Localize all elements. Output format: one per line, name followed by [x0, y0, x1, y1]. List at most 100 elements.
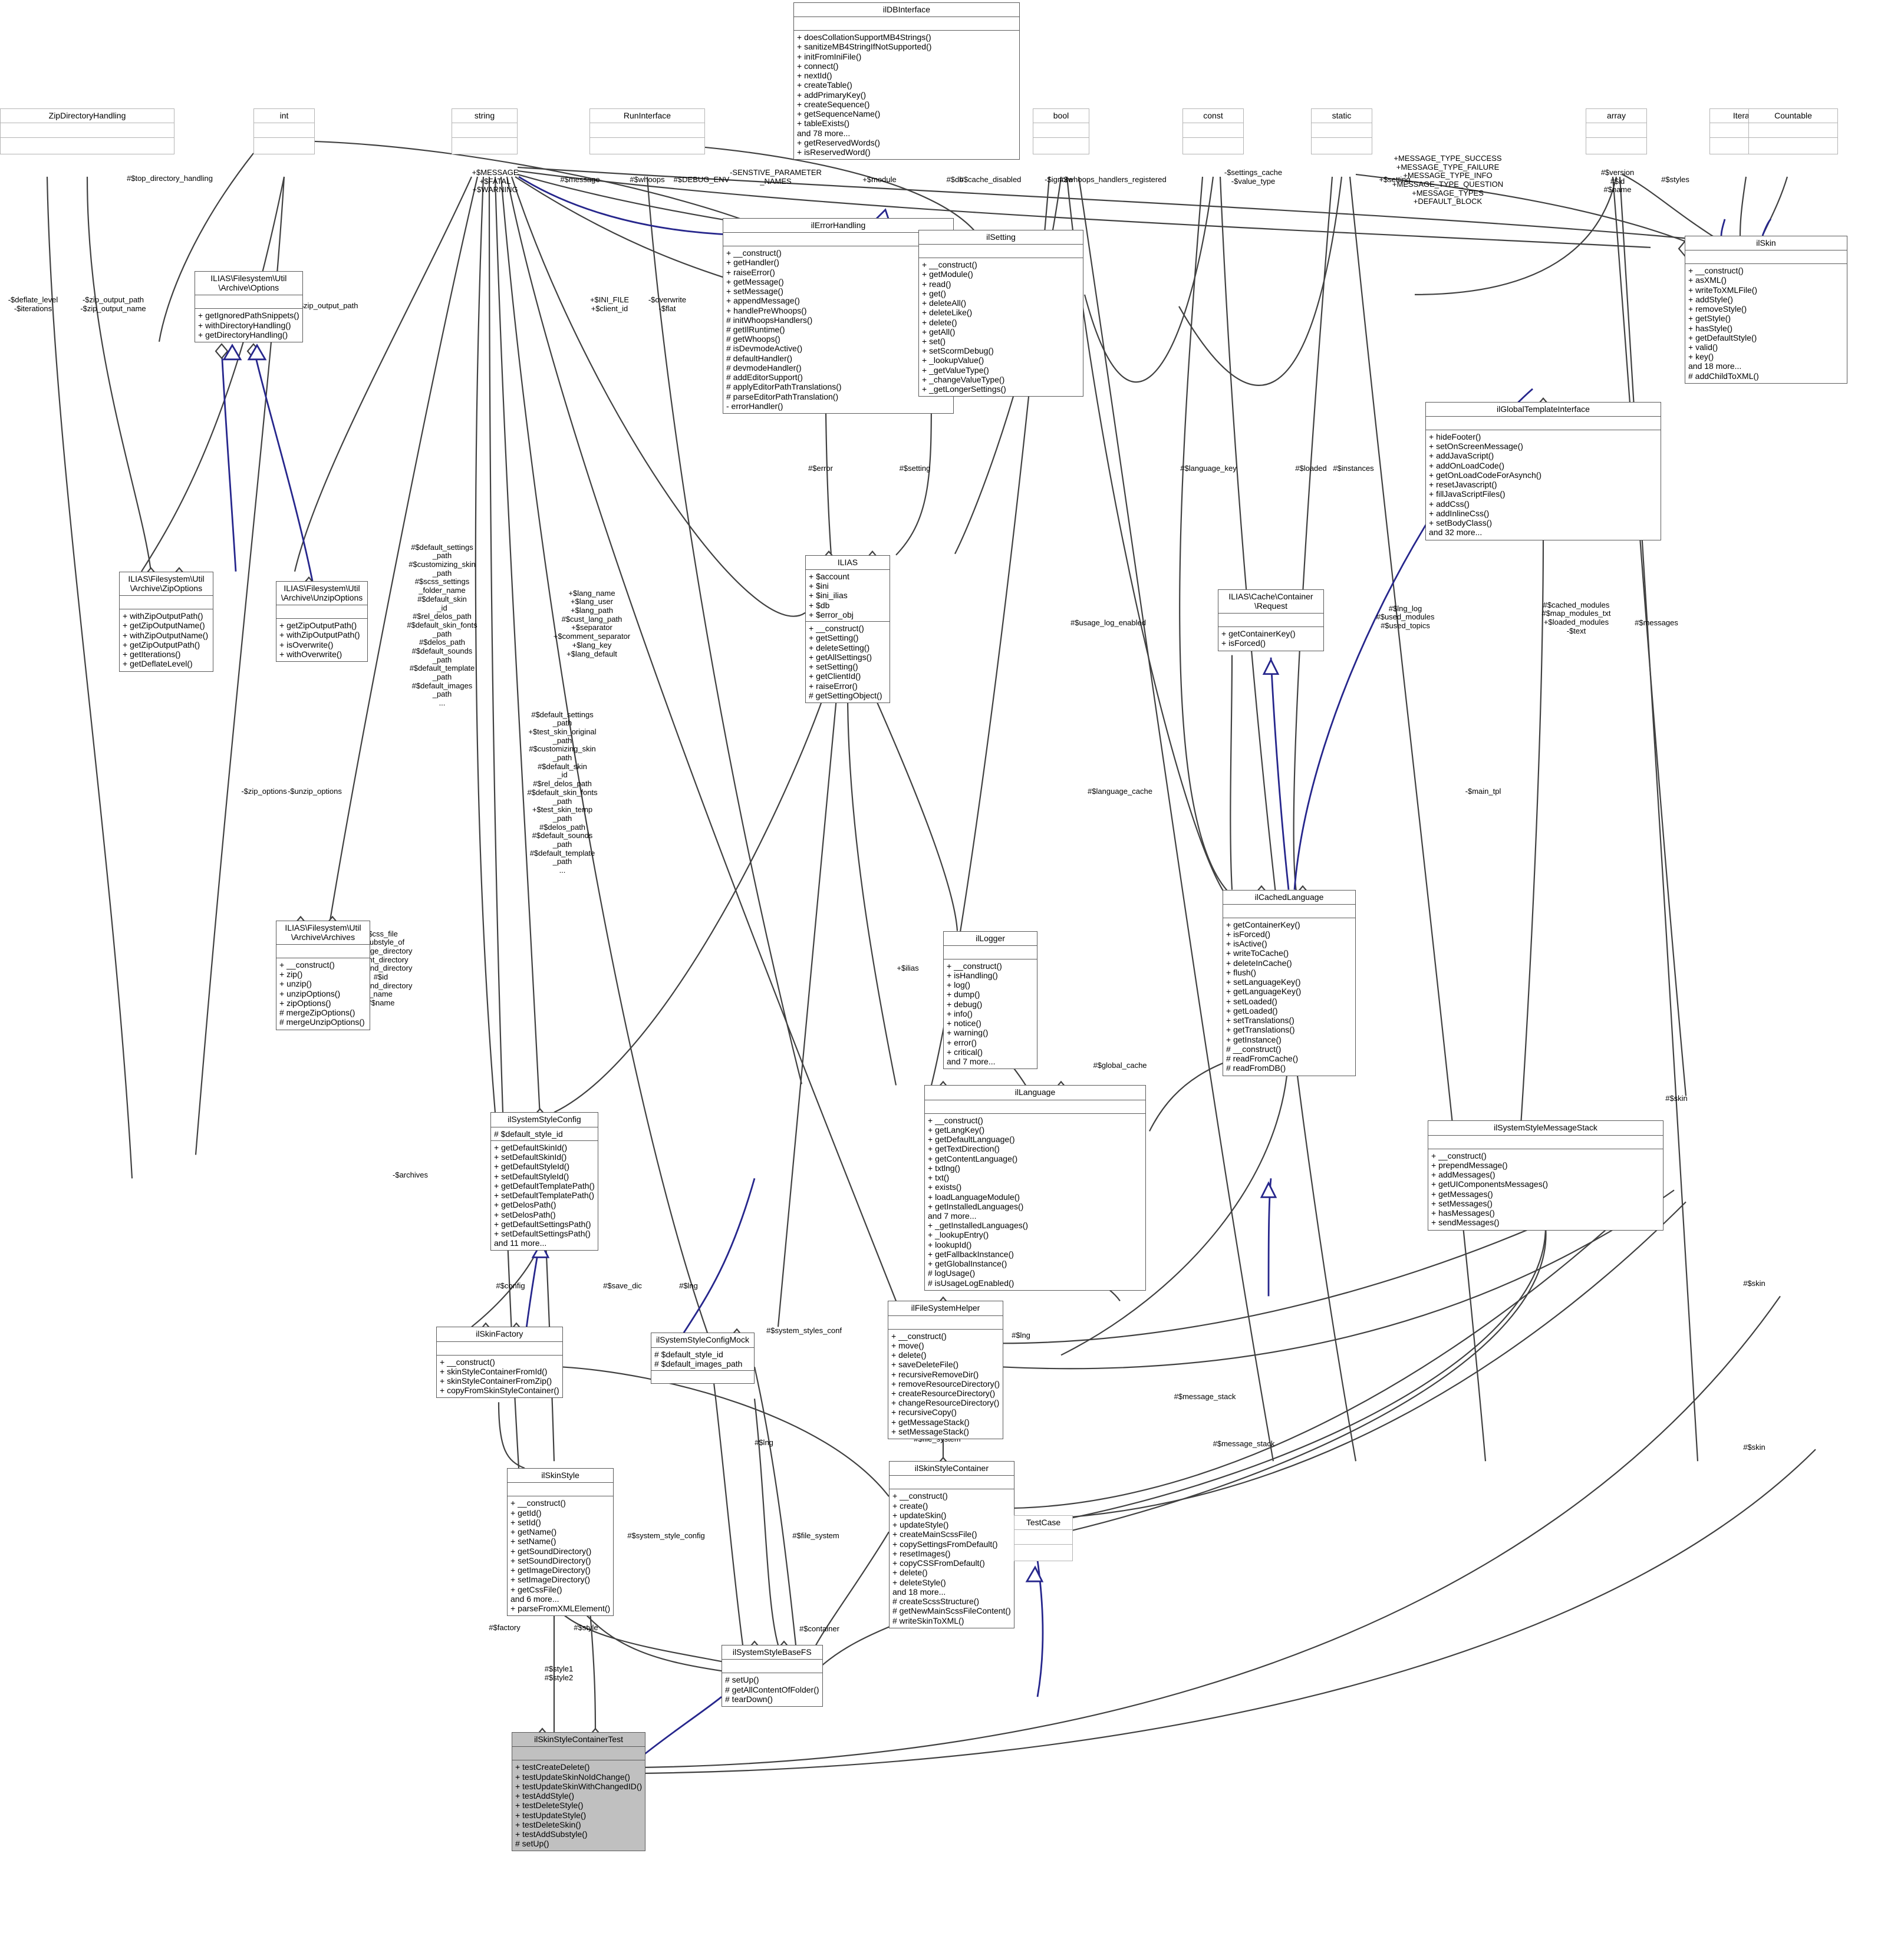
- edge-label: #$setting: [899, 463, 931, 473]
- class-node-ilsystemstylemessagestack[interactable]: ilSystemStyleMessageStack + __construct()…: [1428, 1120, 1663, 1231]
- class-node-ilskinstylecontainer[interactable]: ilSkinStyleContainer+ __construct() + cr…: [889, 1461, 1014, 1628]
- class-node-illogger[interactable]: ilLogger+ __construct() + isHandling() +…: [943, 931, 1037, 1070]
- class-node-ilskinfactory[interactable]: ilSkinFactory + __construct() + skinStyle…: [436, 1327, 563, 1399]
- class-node-ilskinstyle[interactable]: ilSkinStyle+ __construct() + getId() + s…: [507, 1468, 614, 1617]
- class-node-operations: + __construct() + getLangKey() + getDefa…: [928, 1115, 1029, 1288]
- class-node-testcase[interactable]: TestCase: [1014, 1515, 1073, 1562]
- class-node-const[interactable]: const: [1182, 108, 1244, 155]
- edge-label: #$message_stack: [1213, 1439, 1275, 1449]
- class-node-operations: + testCreateDelete() + testUpdateSkinNoI…: [515, 1762, 643, 1849]
- class-node-ilsystemstyleconfig[interactable]: ilSystemStyleConfig# $default_style_id+ …: [490, 1112, 598, 1251]
- class-node-title: RunInterface: [590, 109, 704, 124]
- edge-label: #$cached_modules #$map_modules_txt +$loa…: [1541, 600, 1611, 635]
- class-node-operations: [590, 138, 704, 154]
- class-node-title: ilLanguage: [925, 1086, 1145, 1100]
- class-node-zipdirectoryhandling[interactable]: ZipDirectoryHandling: [0, 108, 174, 155]
- edge-label: +$MESSAGE +$FATAL +$WARNING: [472, 167, 519, 194]
- class-node-title: ILIAS\Filesystem\Util \Archive\Options: [195, 272, 302, 296]
- edge-label: #$default_settings _path #$customizing_s…: [407, 542, 477, 708]
- edge-label: #$whoops_handlers_registered: [1059, 174, 1167, 184]
- edge-label: #$version #$id #$name: [1600, 167, 1635, 194]
- edge-label: #$messages: [1635, 618, 1678, 627]
- class-node-attributes: [1312, 123, 1372, 138]
- class-node-ilsetting[interactable]: ilSetting+ __construct() + getModule() +…: [918, 229, 1083, 397]
- class-node-title: ilSkinFactory: [437, 1327, 562, 1342]
- edge-label: #$system_style_config: [627, 1531, 705, 1541]
- class-node-operations: + doesCollationSupportMB4Strings() + san…: [797, 32, 932, 157]
- edge-label: +$module: [862, 174, 897, 184]
- class-node-operations: + __construct() + getId() + setId() + ge…: [510, 1498, 611, 1614]
- edge-label: #$system_styles_conf: [766, 1326, 842, 1335]
- edge-label: #$language_cache: [1088, 786, 1152, 796]
- class-node-illanguage[interactable]: ilLanguage + __construct() + getLangKey()…: [924, 1085, 1146, 1291]
- edge-label: #$top_directory_handling: [127, 173, 213, 183]
- class-node-operations: + withZipOutputPath() + getZipOutputName…: [123, 611, 209, 669]
- class-node-ilskinstylecontainertest[interactable]: ilSkinStyleContainerTest+ testCreateDele…: [512, 1732, 646, 1852]
- class-node-operations: + __construct() + skinStyleContainerFrom…: [440, 1357, 559, 1396]
- class-node-attributes: [452, 123, 517, 138]
- edge-label: -SENSTIVE_PARAMETER _NAMES: [730, 167, 822, 186]
- class-node-operations: + getDefaultSkinId() + setDefaultSkinId(…: [494, 1142, 595, 1248]
- class-node-ilskin[interactable]: ilSkin+ __construct() + asXML() + writeT…: [1685, 235, 1847, 384]
- class-node-title: const: [1183, 109, 1243, 124]
- class-node-ilglobaltemplateinterface[interactable]: ilGlobalTemplateInterface+ hideFooter() …: [1425, 401, 1661, 540]
- edge-label: #$zip_output_path: [295, 301, 358, 310]
- edge-label: #$message: [560, 174, 600, 184]
- class-node-string[interactable]: string: [452, 108, 518, 155]
- class-node-runinterface[interactable]: RunInterface: [589, 108, 705, 155]
- class-node-countable[interactable]: Countable: [1748, 108, 1838, 155]
- class-node-ilsystemstylebasefs[interactable]: ilSystemStyleBaseFS# setUp() # getAllCon…: [722, 1645, 823, 1707]
- class-node-attributes: # $default_style_id # $default_images_pa…: [651, 1348, 754, 1371]
- class-node-attributes: [1183, 123, 1243, 138]
- edge-label: -$archives: [393, 1170, 428, 1180]
- class-node-attributes: [1586, 123, 1646, 138]
- class-node-title: ilSystemStyleMessageStack: [1428, 1121, 1663, 1136]
- class-node-attributes: [1428, 1136, 1663, 1149]
- edge-label: #$cache_disabled: [959, 174, 1022, 184]
- class-node-attributes: # $default_style_id: [491, 1127, 598, 1141]
- class-node-ilias-filesystem-util-archive-options[interactable]: ILIAS\Filesystem\Util \Archive\Options+ …: [195, 271, 303, 343]
- class-node-operations: + getContainerKey() + isForced() + isAct…: [1226, 919, 1302, 1073]
- class-node-ilias-filesystem-util-archive-archives[interactable]: ILIAS\Filesystem\Util \Archive\Archives+…: [276, 920, 370, 1030]
- edge-label: #$lng: [755, 1438, 773, 1447]
- class-node-array[interactable]: array: [1586, 108, 1647, 155]
- class-node-static[interactable]: static: [1311, 108, 1372, 155]
- class-node-title: int: [254, 109, 314, 124]
- class-node-attributes: [590, 123, 704, 138]
- edge-label: +$lang_name +$lang_user +$lang_path #$cu…: [553, 588, 631, 658]
- class-node-ilias-filesystem-util-archive-zipoptions[interactable]: ILIAS\Filesystem\Util \Archive\ZipOption…: [119, 571, 213, 672]
- class-node-operations: + __construct() + create() + updateSkin(…: [892, 1491, 1011, 1625]
- class-node-int[interactable]: int: [253, 108, 315, 155]
- edge-label: #$lng: [1012, 1331, 1030, 1340]
- class-node-attributes: [1014, 1530, 1072, 1545]
- edge-label: #$DEBUG_ENV: [673, 174, 730, 184]
- class-node-operations: [1014, 1545, 1072, 1561]
- edge-label: #$whoops: [630, 174, 665, 184]
- class-node-title: bool: [1033, 109, 1089, 124]
- class-node-attributes: [512, 1747, 645, 1761]
- edge-label: #$language_key: [1180, 463, 1237, 473]
- class-node-bool[interactable]: bool: [1033, 108, 1089, 155]
- class-node-ilsystemstyleconfigmock[interactable]: ilSystemStyleConfigMock# $default_style_…: [651, 1333, 755, 1384]
- class-node-operations: [651, 1371, 754, 1383]
- edge-label: #$skin: [1665, 1094, 1688, 1103]
- class-node-operations: + __construct() + prependMessage() + add…: [1431, 1150, 1549, 1228]
- class-node-ilfilesystemhelper[interactable]: ilFileSystemHelper+ __construct() + move…: [888, 1301, 1003, 1440]
- class-node-title: ilDBInterface: [794, 3, 1019, 18]
- class-node-attributes: [1218, 614, 1323, 628]
- class-node-ilias-cache-container-request[interactable]: ILIAS\Cache\Container \Request+ getConta…: [1218, 589, 1324, 651]
- class-node-operations: [1183, 138, 1243, 154]
- class-node-title: ilLogger: [944, 932, 1037, 946]
- class-node-ilias[interactable]: ILIAS+ $account + $ini + $ini_ilias + $d…: [805, 555, 890, 703]
- edge-label: +MESSAGE_TYPE_SUCCESS +MESSAGE_TYPE_FAIL…: [1392, 153, 1504, 206]
- class-node-attributes: + $account + $ini + $ini_ilias + $db + $…: [806, 570, 890, 622]
- class-node-ildbinterface[interactable]: ilDBInterface + doesCollationSupportMB4St…: [793, 2, 1020, 160]
- class-node-ilcachedlanguage[interactable]: ilCachedLanguage+ getContainerKey() + is…: [1223, 889, 1356, 1076]
- class-node-title: ILIAS\Filesystem\Util \Archive\Archives: [276, 921, 370, 945]
- class-node-attributes: [276, 605, 367, 619]
- class-node-ilias-filesystem-util-archive-unzipoptions[interactable]: ILIAS\Filesystem\Util \Archive\UnzipOpti…: [276, 581, 368, 662]
- class-node-title: ILIAS\Cache\Container \Request: [1218, 590, 1323, 614]
- class-node-attributes: [1, 123, 174, 138]
- class-node-attributes: [919, 245, 1083, 259]
